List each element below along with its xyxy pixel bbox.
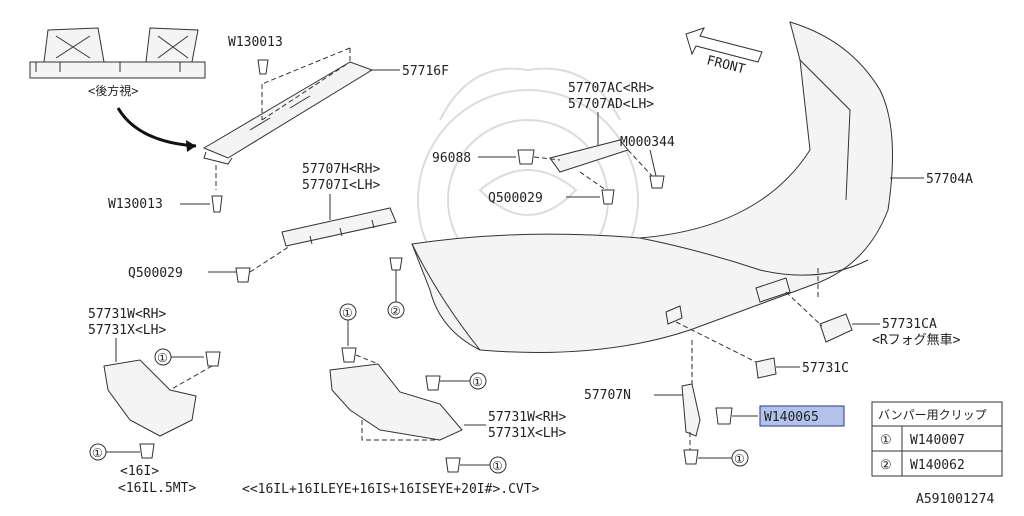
- note-16i: <16I>: [120, 464, 159, 479]
- clip-table-row-1-value: W140007: [910, 433, 965, 448]
- clip-57707n-bottom: [683, 449, 699, 465]
- label-57707ac: 57707AC<RH>: [568, 81, 654, 96]
- callout-1-left-top-label: ①: [157, 351, 168, 365]
- callout-1-center-right: [469, 372, 487, 390]
- callout-2-circle: [387, 301, 405, 319]
- clip-w130013-bottom: [211, 195, 223, 213]
- dash-57731ca: [785, 268, 823, 327]
- callout-2-label: ②: [390, 304, 401, 318]
- label-57731c: 57731C: [802, 361, 849, 376]
- clip-96088: [517, 149, 535, 165]
- clip-table-row-2-value: W140062: [910, 458, 965, 473]
- callout-1-57707n-label: ①: [734, 452, 745, 466]
- front-arrow-icon: [685, 27, 763, 63]
- clip-table: [871, 401, 1003, 477]
- label-q500029-left: Q500029: [128, 266, 183, 281]
- clip-w140065: [715, 407, 733, 425]
- bolt-m000344: [649, 175, 665, 189]
- clip-center-right: [425, 375, 441, 391]
- clip-table-row-1-key: ①: [880, 433, 892, 448]
- part-57716f-shape: [202, 61, 374, 165]
- clip-callout-2: [389, 257, 403, 271]
- dash-57707ac: [533, 149, 653, 191]
- label-57731ca: 57731CA: [882, 317, 937, 332]
- dash-57707h: [249, 245, 291, 273]
- rear-view-arrow: [116, 107, 197, 148]
- rear-view-inset: [29, 27, 206, 79]
- label-57707i: 57707I<LH>: [302, 178, 380, 193]
- dash-left-top: [169, 365, 213, 391]
- dash-center: [355, 354, 440, 441]
- clip-left-top: [205, 351, 221, 367]
- part-57731c-shape: [755, 357, 777, 379]
- label-96088: 96088: [432, 151, 471, 166]
- callout-1-center-right-label: ①: [472, 375, 483, 389]
- leader-m000344: [649, 149, 657, 177]
- clip-table-header: バンパー用クリップ: [878, 408, 987, 422]
- label-w130013-top: W130013: [228, 35, 283, 50]
- clip-center-bottom: [445, 457, 461, 473]
- note-cvt: <<16IL+16ILEYE+16IS+16ISEYE+20I#>.CVT>: [242, 482, 540, 497]
- part-57707n-shape: [681, 383, 701, 437]
- part-57707ac-shape: [549, 139, 629, 173]
- screw-q500029-center: [601, 189, 615, 205]
- clip-left-bottom: [139, 443, 155, 459]
- label-57704a: 57704A: [926, 172, 973, 187]
- label-57716f: 57716F: [402, 64, 449, 79]
- label-m000344: M000344: [620, 135, 675, 150]
- dash-57707n: [689, 340, 693, 450]
- label-r-fog: <Rフォグ無車>: [872, 333, 961, 348]
- diagram-id: A591001274: [916, 492, 994, 507]
- callout-1-left-bottom-label: ①: [92, 446, 103, 460]
- clip-table-row-2-key: ②: [880, 458, 892, 473]
- rear-view-label: <後方視>: [88, 83, 138, 98]
- label-57731w-center: 57731W<RH>: [488, 410, 566, 425]
- part-57731w-center-shape: [329, 363, 463, 441]
- note-16il5mt: <16IL.5MT>: [118, 481, 196, 496]
- callout-1-center-bottom: [489, 456, 507, 474]
- dash-57731c: [675, 321, 757, 363]
- clip-center-top: [341, 347, 357, 363]
- label-57707ad: 57707AD<LH>: [568, 97, 654, 112]
- label-57707h: 57707H<RH>: [302, 162, 380, 177]
- part-57731ca-shape: [819, 313, 853, 343]
- label-w130013-bottom: W130013: [108, 197, 163, 212]
- callout-1-center-bottom-label: ①: [492, 459, 503, 473]
- label-q500029-center: Q500029: [488, 191, 543, 206]
- callout-1-57707n: [731, 449, 749, 467]
- callout-1-center-top-label: ①: [342, 306, 353, 320]
- label-57731x-left: 57731X<LH>: [88, 323, 166, 338]
- label-57707n: 57707N: [584, 388, 631, 403]
- label-w140065[interactable]: W140065: [764, 410, 819, 425]
- part-57704a-bumper: [411, 21, 893, 353]
- clip-w130013-top: [257, 59, 269, 75]
- w140065-highlight[interactable]: [759, 405, 845, 427]
- label-57731w-left: 57731W<RH>: [88, 307, 166, 322]
- screw-q500029-left: [235, 267, 251, 283]
- label-57731x-center: 57731X<LH>: [488, 426, 566, 441]
- rear-view-arrowhead: [186, 140, 196, 152]
- part-57707h-shape: [281, 207, 397, 247]
- part-57731w-left-shape: [103, 359, 197, 437]
